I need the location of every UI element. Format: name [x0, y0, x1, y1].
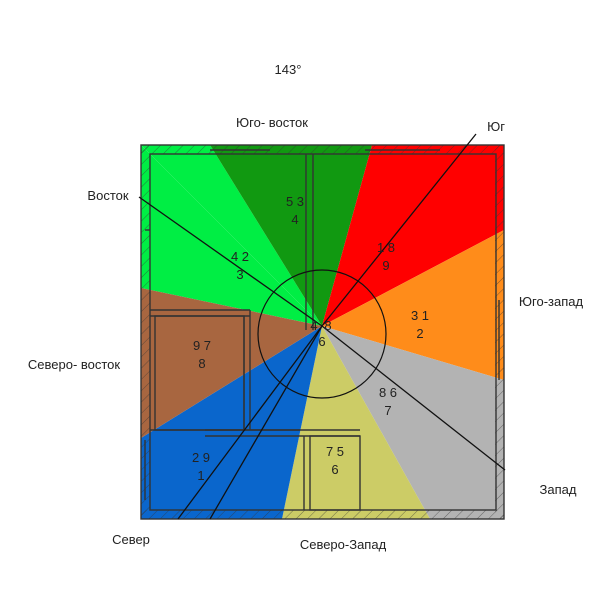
- direction-label-south-east: Юго- восток: [236, 115, 308, 130]
- sector-north: [141, 326, 322, 519]
- sector-number-south-east-bottom: 4: [291, 212, 298, 227]
- sector-south: [322, 145, 504, 326]
- sector-number-north-bottom: 1: [197, 468, 204, 483]
- sector-number-north-east-bottom: 8: [198, 356, 205, 371]
- direction-labels: Юг Юго- восток Восток Северо- восток Сев…: [28, 115, 584, 552]
- sector-east-upper: [141, 145, 322, 326]
- direction-label-west: Запад: [540, 482, 577, 497]
- angle-label: 143°: [275, 62, 302, 77]
- floor-plan: [140, 144, 505, 520]
- sector-south-west: [322, 230, 504, 380]
- sector-number-north-top: 2 9: [192, 450, 210, 465]
- sector-south-east: [210, 145, 372, 326]
- center-number: 4: [310, 318, 317, 333]
- sector-number-east-top: 4 2: [231, 249, 249, 264]
- sector-number-south-west-top: 3 1: [411, 308, 429, 323]
- direction-label-north: Север: [112, 532, 150, 547]
- sector-number-north-west-top: 7 5: [326, 444, 344, 459]
- sector-number-west-bottom: 7: [384, 403, 391, 418]
- center-numbers: 4 8 6: [310, 318, 331, 349]
- direction-label-south-west: Юго-запад: [519, 294, 584, 309]
- sector-north-east: [141, 288, 322, 438]
- direction-label-east: Восток: [87, 188, 128, 203]
- sector-number-south-top: 1 8: [377, 240, 395, 255]
- sector-number-east-bottom: 3: [236, 267, 243, 282]
- sector-number-south-west-bottom: 2: [416, 326, 423, 341]
- compass-circle: [257, 269, 387, 399]
- sector-west: [322, 326, 504, 519]
- direction-label-north-west: Северо-Запад: [300, 537, 387, 552]
- sector-number-north-east-top: 9 7: [193, 338, 211, 353]
- sector-number-south-bottom: 9: [382, 258, 389, 273]
- sector-number-south-east-top: 5 3: [286, 194, 304, 209]
- sector-number-north-west-bottom: 6: [331, 462, 338, 477]
- direction-label-south: Юг: [487, 119, 505, 134]
- direction-label-north-east: Северо- восток: [28, 357, 121, 372]
- center-number: 6: [318, 334, 325, 349]
- sectors-layer: [141, 145, 504, 519]
- sector-numbers: 5 3 4 1 8 9 3 1 2 8 6 7 7 5 6 2 9 1 9 7 …: [192, 194, 429, 483]
- center-number: 8: [324, 318, 331, 333]
- sector-number-west-top: 8 6: [379, 385, 397, 400]
- sector-north-west: [282, 326, 430, 519]
- direction-lines: [138, 133, 506, 520]
